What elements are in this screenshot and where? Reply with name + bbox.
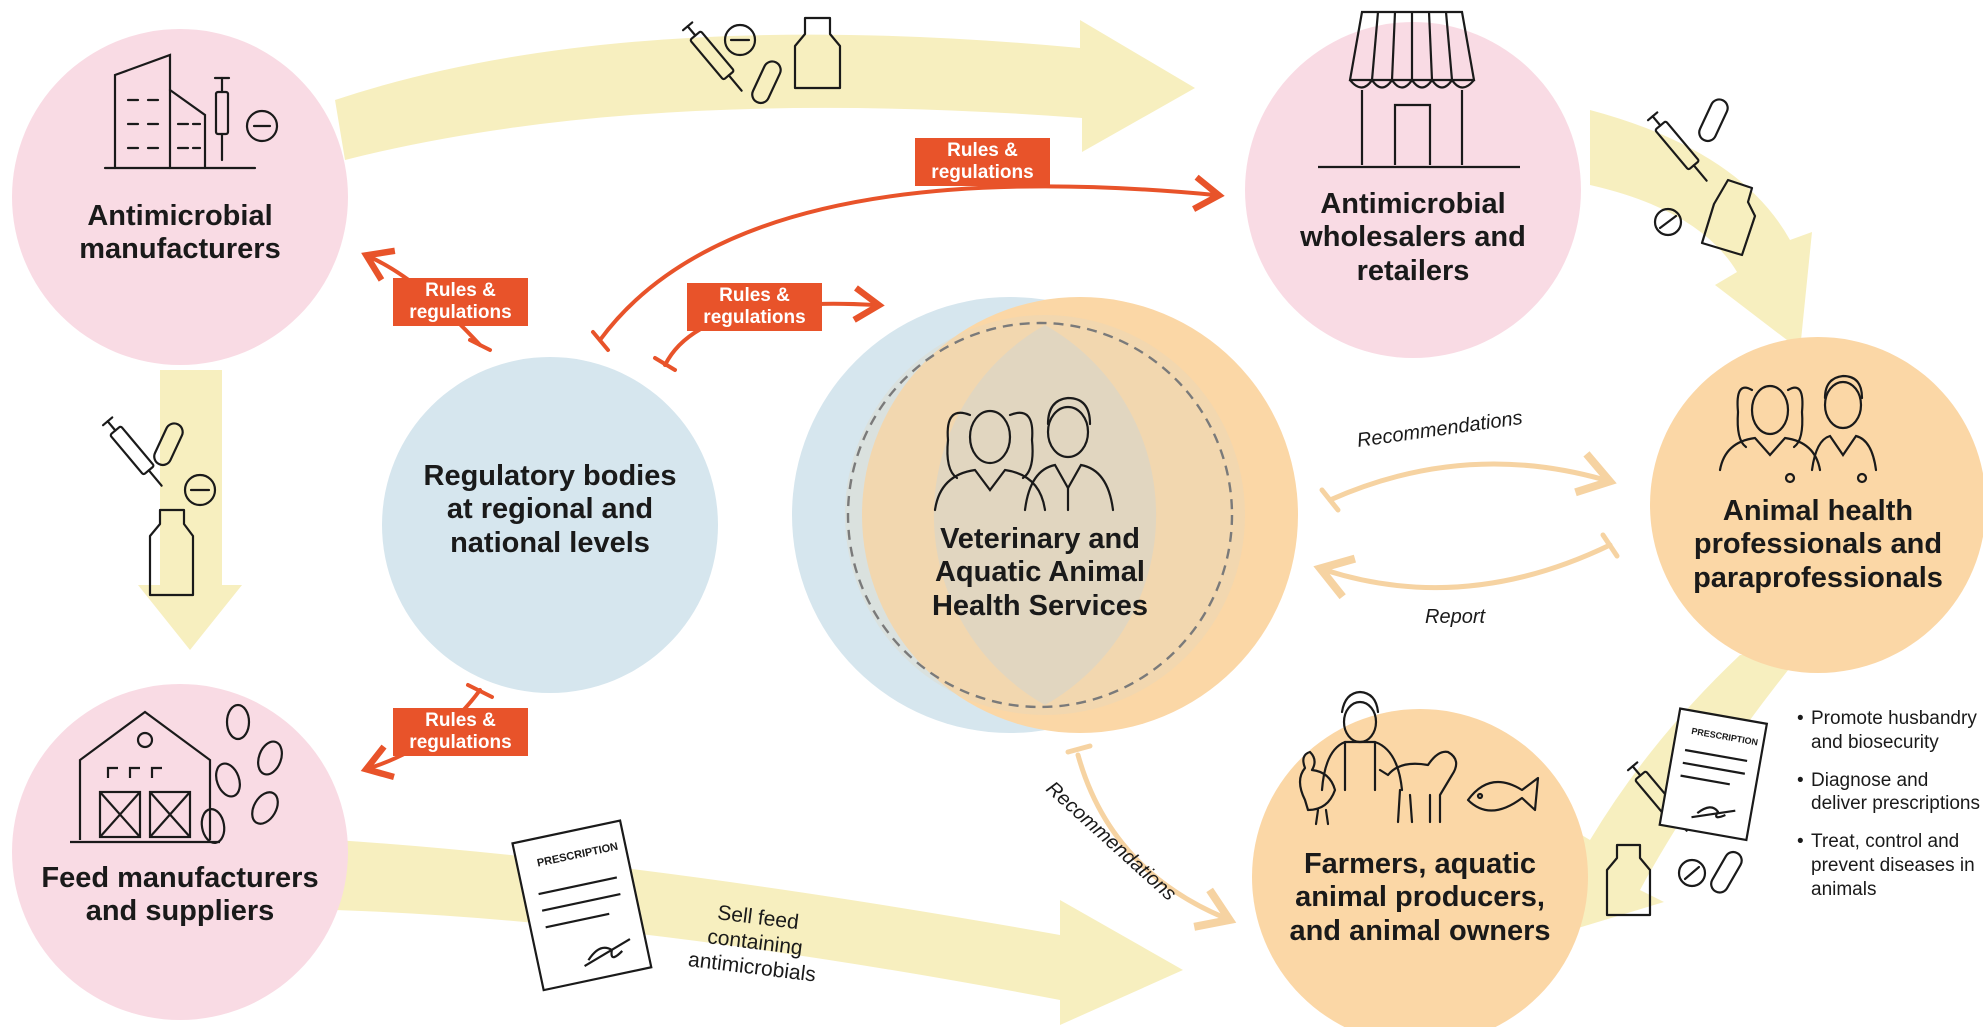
node-label-regulatory: Regulatory bodies at regional and nation… [423,460,677,559]
flow-arrow-manufacturers-to-feed [138,370,242,650]
capsule-icon [1698,98,1729,143]
recommendations-bottom-label: Recommendations [1042,777,1181,905]
report-arrow-stop [1600,532,1620,559]
rules-arrows [360,174,1225,781]
circle-manufacturers [12,29,348,365]
barn-icon [70,703,283,844]
rules-arrow-feed-stop [466,683,494,699]
node-label-veterinary: Veterinary and Aquatic Animal Health Ser… [931,523,1148,622]
shop-icon [1318,10,1520,169]
recommendations-top-label: Recommendations [1356,407,1524,452]
circle-feed [12,684,348,1020]
rules-arrow-regulatory-to-wholesalers [598,174,1225,342]
duty-item: Treat, control and prevent diseases in a… [1797,830,1983,901]
veterinary-dashed-ring [846,321,1234,709]
bottle-icon [1605,843,1652,917]
report-label: Report [1425,606,1486,628]
prescription-icon [511,707,1769,992]
recommendations-arrow [1327,451,1617,503]
recommendations-bottom-stop [1065,743,1093,755]
bottle-icon [148,508,195,597]
tablet-icon [183,473,217,507]
node-label-animal-health: Animal health professionals and paraprof… [1693,495,1943,594]
rules-tag-left-top: Rules & regulations [393,278,528,326]
node-label-wholesalers: Antimicrobial wholesalers and retailers [1300,188,1526,287]
veterinarian-icons [933,396,1115,512]
bottle-icon [793,16,842,90]
duty-item: Promote husbandry and biosecurity [1797,707,1983,755]
syringe-icon [101,416,163,487]
node-circles [12,22,1983,1027]
capsule-icon [751,60,782,105]
animal-health-duties-list: Promote husbandry and biosecurity Diagno… [1797,707,1983,915]
circle-wholesalers [1245,22,1581,358]
tablet-icon [723,23,757,57]
tablet-icon [1677,858,1707,888]
node-label-farmers: Farmers, aquatic animal producers, and a… [1289,848,1551,947]
tablet-icon [1653,207,1683,237]
farmer-animals-icon [1298,690,1540,826]
circle-farmers [1252,709,1588,1027]
rules-tag-top: Rules & regulations [915,138,1050,186]
animal-health-staff-icons [1718,374,1878,484]
rules-tag-middle: Rules & regulations [687,283,822,331]
flow-arrow-manufacturers-to-wholesalers [335,20,1195,160]
capsule-icon [153,422,184,467]
bottle-icon [1700,178,1757,257]
syringe-icon [681,21,743,92]
duty-item: Diagnose and deliver prescriptions [1797,769,1983,817]
rules-arrow-manufacturers-stop [468,338,492,352]
drug-icons [101,16,1757,917]
communication-arrows [1065,451,1620,931]
rules-arrow-regulatory-stop-top [591,330,610,352]
node-label-feed: Feed manufacturers and suppliers [41,862,319,928]
capsule-icon [1710,850,1743,894]
report-arrow [1313,542,1613,600]
circle-regulatory [382,357,718,693]
venn-overlap-fill [845,315,1245,715]
rules-arrow-regulatory-stop-mid [653,356,677,372]
rules-tag-left-bottom: Rules & regulations [393,708,528,756]
circle-animal-health [1650,337,1983,673]
venn-overlap [933,325,1157,705]
factory-icon [103,53,279,170]
flow-arrow-wholesalers-to-animal-health [1590,110,1812,350]
node-label-manufacturers: Antimicrobial manufacturers [79,200,281,266]
recommendations-bottom-arrow [1075,752,1237,931]
recommendations-arrow-stop [1319,487,1341,513]
syringe-icon [1646,111,1708,182]
